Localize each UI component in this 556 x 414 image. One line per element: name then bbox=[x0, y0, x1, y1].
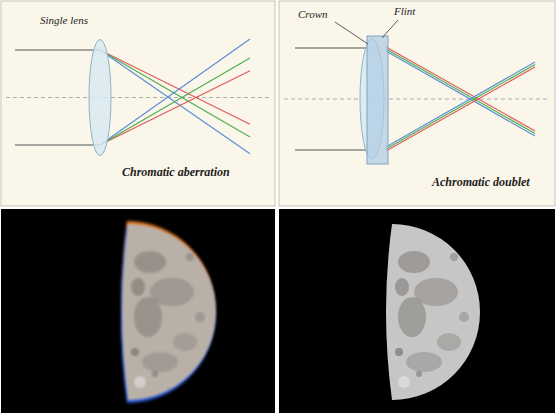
lens-label: Single lens bbox=[38, 14, 90, 27]
caption-label: Achromatic doublet bbox=[430, 176, 532, 190]
caption-label: Chromatic aberration bbox=[120, 166, 232, 180]
part-label: Crown bbox=[296, 8, 330, 21]
part-label: Flint bbox=[392, 5, 417, 18]
